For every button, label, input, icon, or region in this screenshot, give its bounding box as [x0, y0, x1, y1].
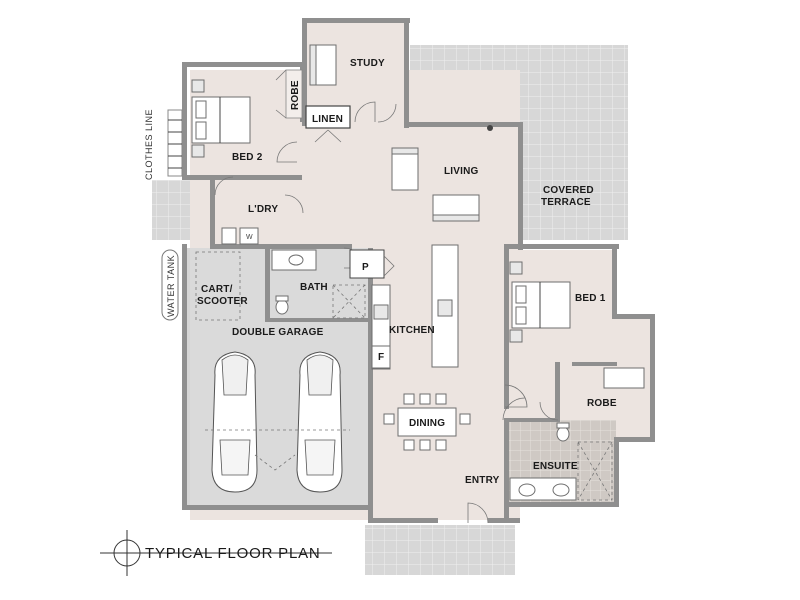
bed1-nightstand-top [509, 261, 523, 275]
label-fridge: F [378, 352, 384, 363]
label-bed2: BED 2 [232, 152, 263, 163]
label-robe-small: ROBE [290, 80, 301, 110]
robe-small-box [285, 69, 303, 119]
laundry-tub [221, 227, 237, 245]
ensuite-toilet [556, 426, 570, 442]
garage-car-right [296, 351, 343, 493]
plan-title: TYPICAL FLOOR PLAN [145, 545, 321, 562]
pantry-box [349, 249, 385, 279]
bed1-floor [508, 250, 650, 438]
linen-box [305, 105, 351, 129]
label-ensuite: ENSUITE [533, 461, 578, 472]
svg-text:W: W [246, 234, 253, 241]
bath-toilet [275, 299, 289, 315]
laundry-washer [239, 227, 259, 245]
label-kitchen: KITCHEN [389, 325, 435, 336]
label-cart: CART/ [201, 284, 233, 295]
label-linen: LINEN [312, 114, 343, 125]
water-tank [161, 249, 179, 321]
bed2-pillow-2 [195, 121, 207, 140]
bed2-nightstand-bottom [191, 144, 205, 158]
dining-chairs [383, 393, 471, 451]
label-robe: ROBE [587, 398, 617, 409]
label-covered: COVERED [543, 185, 594, 196]
clothes-line-posts [167, 109, 183, 177]
cart-scooter-bay [195, 251, 241, 321]
label-clothes-line: CLOTHES LINE [144, 109, 154, 180]
fridge-box [371, 345, 391, 369]
label-pantry: P [362, 262, 369, 273]
label-entry: ENTRY [465, 475, 500, 486]
north-symbol [100, 530, 332, 576]
walls [182, 18, 655, 523]
bed2-nightstand-top [191, 79, 205, 93]
label-water-tank: WATER TANK [166, 255, 176, 317]
bath-basin [288, 254, 304, 266]
label-scooter: SCOOTER [197, 296, 248, 307]
bed2-pillow-1 [195, 100, 207, 119]
entry-paving [365, 525, 515, 575]
bed1-nightstand-bottom [509, 329, 523, 343]
cooktop [373, 304, 389, 320]
label-living: LIVING [444, 166, 479, 177]
island-sink [437, 299, 453, 317]
label-double-garage: DOUBLE GARAGE [232, 327, 324, 338]
dining-table [397, 407, 457, 437]
living-lamp [487, 125, 493, 131]
living-armchair [391, 147, 419, 191]
label-dining: DINING [409, 418, 445, 429]
bed1-robe-unit [603, 367, 645, 389]
label-bath: BATH [300, 282, 328, 293]
label-laundry: L'DRY [248, 204, 278, 215]
label-terrace: TERRACE [541, 197, 591, 208]
kitchen-island [431, 244, 459, 368]
label-bed1: BED 1 [575, 293, 606, 304]
label-study: STUDY [350, 58, 385, 69]
garage-car-left [211, 351, 258, 493]
